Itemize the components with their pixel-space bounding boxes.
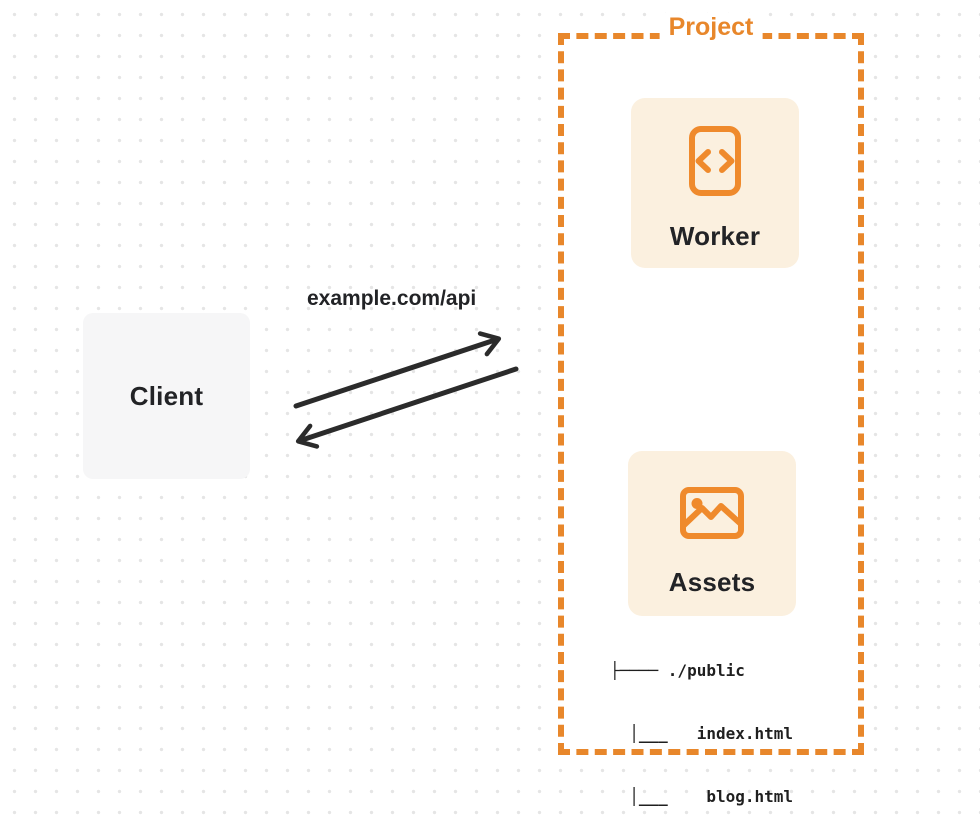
worker-label: Worker <box>669 221 761 251</box>
request-url-label: example.com/api <box>307 287 477 310</box>
client-node: Client <box>83 313 250 479</box>
project-title: Project <box>659 13 763 42</box>
response-arrow <box>295 366 519 449</box>
code-file-icon <box>689 126 741 196</box>
file-tree-line-index: │___ index.html <box>610 724 794 743</box>
client-label: Client <box>129 380 204 411</box>
worker-node: Worker <box>631 98 799 268</box>
file-tree-line-blog: │___ blog.html <box>610 787 794 806</box>
image-icon <box>680 487 744 539</box>
assets-node: Assets <box>628 451 796 616</box>
assets-label: Assets <box>668 567 756 597</box>
request-arrow <box>293 331 502 409</box>
file-tree: ├──── ./public │___ index.html │___ blog… <box>610 618 793 818</box>
file-tree-line-public: ├──── ./public <box>610 661 745 680</box>
